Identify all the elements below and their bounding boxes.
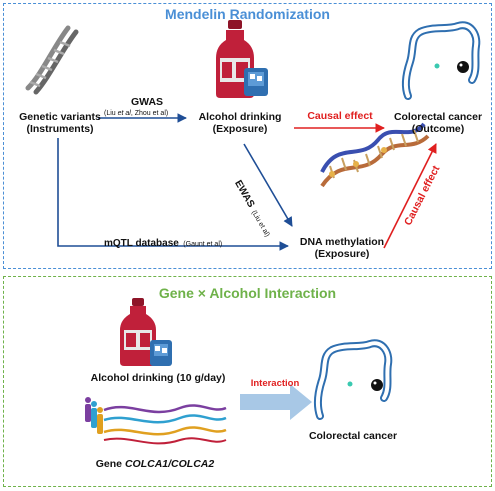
colorectal-cancer-node: Colorectal cancer (Outcome) <box>386 111 490 135</box>
alcohol-drinking-label: Alcohol drinking <box>198 111 282 123</box>
colon-icon-2 <box>313 339 393 420</box>
mr-panel-title: Mendelin Randomization <box>165 6 330 22</box>
alcohol-bottle-icon-2 <box>120 298 172 366</box>
mqtl-label: mQTL database <box>104 238 179 249</box>
outcome-label: (Outcome) <box>411 123 465 135</box>
mqtl-references: (Gaunt et al) <box>183 241 223 248</box>
gene-label: Gene COLCA1/COLCA2 <box>95 458 215 470</box>
arrow-genetic-to-methylation <box>57 138 289 251</box>
dna-methylation-label: DNA methylation <box>299 236 385 248</box>
colon-icon <box>401 21 481 100</box>
gene-alcohol-interaction-panel <box>3 276 492 487</box>
colorectal-cancer-label: Colorectal cancer <box>393 111 483 123</box>
mqtl-label-group: mQTL database (Gaunt et al) <box>104 233 222 251</box>
exposure-label: (Exposure) <box>212 123 268 135</box>
arrow-alcohol-to-methylation <box>243 143 293 227</box>
dna-methylation-icon <box>320 122 430 188</box>
interaction-arrow <box>240 384 312 420</box>
colorectal-cancer-gxa-label: Colorectal cancer <box>308 430 398 442</box>
dna-methylation-node: DNA methylation (Exposure) <box>290 236 394 260</box>
alcohol-drinking-dose-label: Alcohol drinking (10 g/day) <box>90 372 226 384</box>
genetic-variants-label: Genetic variants <box>19 111 101 123</box>
alcohol-bottle-icon <box>216 20 268 98</box>
mendelian-randomization-panel <box>3 3 492 269</box>
interaction-label: Interaction <box>250 378 300 389</box>
people-gene-sequence-icon <box>85 397 227 445</box>
gwas-references: (Liu et al, Zhou et al) <box>104 110 169 117</box>
instruments-label: (Instruments) <box>26 123 94 135</box>
dna-exposure-label: (Exposure) <box>314 248 370 260</box>
dna-helix-icon <box>25 25 79 95</box>
gxa-panel-title: Gene × Alcohol Interaction <box>158 285 337 301</box>
genetic-variants-node: Genetic variants (Instruments) <box>8 111 112 135</box>
alcohol-drinking-node: Alcohol drinking (Exposure) <box>188 111 292 135</box>
causal-effect-label: Causal effect <box>307 110 373 122</box>
gwas-label: GWAS <box>130 96 164 108</box>
arrow-methylation-to-cancer <box>383 143 437 249</box>
